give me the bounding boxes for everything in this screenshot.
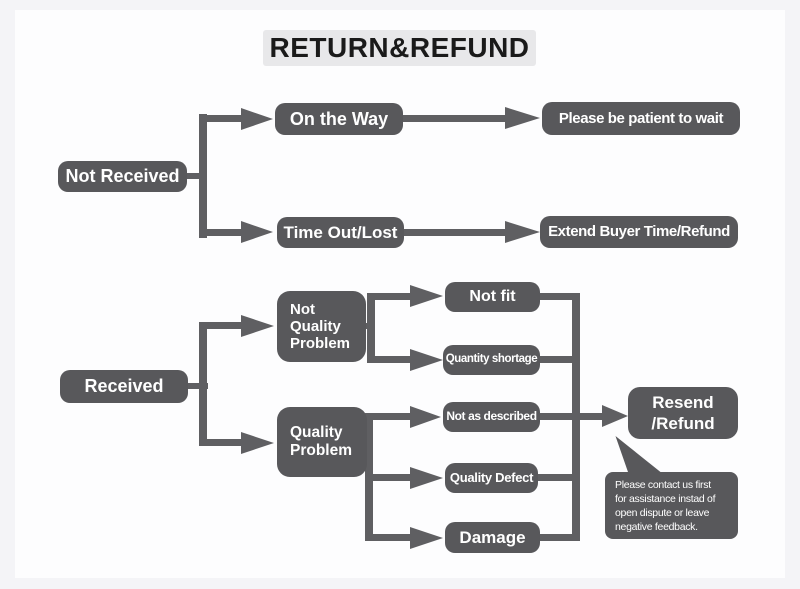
connector-not-fit-merge <box>540 293 572 300</box>
connector-received-rail <box>199 322 207 446</box>
connector-time-out-to-extend <box>404 229 505 236</box>
node-on-the-way: On the Way <box>275 103 403 135</box>
connector-not-received-rail <box>199 114 207 238</box>
arrowhead-icon <box>410 406 441 428</box>
connector-quantity-shortage-merge <box>540 356 572 363</box>
arrowhead-icon <box>505 107 540 129</box>
frame-edge-left <box>0 0 15 589</box>
connector-to-on-the-way <box>199 115 241 122</box>
node-not-received: Not Received <box>58 161 187 192</box>
node-not-as-described: Not as described <box>443 402 540 432</box>
connector-quality-defect-merge <box>538 474 572 481</box>
connector-nqp-rail <box>367 293 375 361</box>
node-not-quality-problem: Not Quality Problem <box>277 291 366 362</box>
arrowhead-icon <box>410 285 443 307</box>
connector-not-as-described-merge <box>540 413 580 420</box>
node-please-be-patient: Please be patient to wait <box>542 102 740 135</box>
connector-to-not-as-described <box>365 413 410 420</box>
connector-to-quality-problem <box>199 439 241 446</box>
node-quality-defect: Quality Defect <box>445 463 538 493</box>
arrowhead-icon <box>410 349 443 371</box>
connector-to-resend-refund <box>580 413 602 420</box>
node-extend-buyer-time-refund: Extend Buyer Time/Refund <box>540 216 738 248</box>
connector-not-received-stem <box>187 173 207 179</box>
callout-contact-note: Please contact us first for assistance i… <box>605 472 738 539</box>
node-time-out-lost: Time Out/Lost <box>277 217 404 248</box>
page-title: RETURN&REFUND <box>263 30 536 66</box>
frame-edge-right <box>785 0 800 589</box>
connector-to-damage <box>365 534 410 541</box>
connector-to-quantity-shortage <box>367 356 410 363</box>
node-not-fit: Not fit <box>445 282 540 312</box>
connector-to-quality-defect <box>365 474 410 481</box>
arrowhead-icon <box>241 108 273 130</box>
connector-to-not-fit <box>367 293 410 300</box>
arrowhead-icon <box>241 221 273 243</box>
connector-damage-merge <box>540 534 572 541</box>
frame-edge-top <box>0 0 800 10</box>
arrowhead-icon <box>241 315 274 337</box>
node-damage: Damage <box>445 522 540 553</box>
node-resend-refund: Resend /Refund <box>628 387 738 439</box>
arrowhead-icon <box>505 221 540 243</box>
node-quantity-shortage: Quantity shortage <box>443 345 540 375</box>
arrowhead-icon <box>241 432 274 454</box>
arrowhead-icon <box>602 405 628 427</box>
node-received: Received <box>60 370 188 403</box>
node-quality-problem: Quality Problem <box>277 407 367 477</box>
arrowhead-icon <box>410 527 443 549</box>
connector-received-stem <box>188 383 208 389</box>
connector-to-not-quality-problem <box>199 322 241 329</box>
arrowhead-icon <box>410 467 443 489</box>
frame-edge-bottom <box>0 578 800 589</box>
connector-to-time-out <box>199 229 241 236</box>
connector-on-the-way-to-wait <box>403 115 505 122</box>
callout-tail <box>615 436 663 474</box>
